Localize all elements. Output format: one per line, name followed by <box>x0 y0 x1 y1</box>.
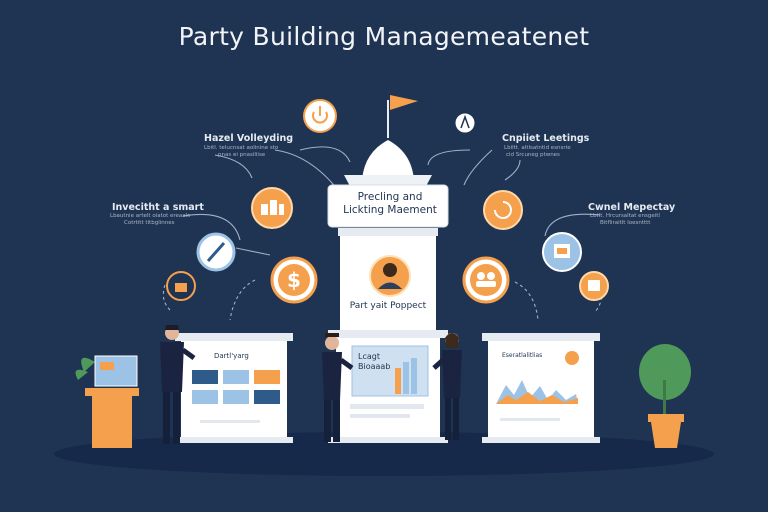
page-title: Party Building Managemeatenet <box>178 22 590 51</box>
center-tower <box>327 95 449 332</box>
right-label-2-sub1: Lbtlt. Hrcursaltat ensgeitl <box>590 213 660 219</box>
plant-right <box>639 344 691 448</box>
left-label-2-sub2: Cotrtitt titbglinnes <box>124 220 175 226</box>
right-label-2-sub2: Bitfliraitlt loesntttt <box>600 220 651 226</box>
connector-arrows <box>162 146 603 321</box>
panel-left <box>175 333 293 443</box>
left-label-2-sub1: Lbautnie artelt oiatot ereaals <box>110 213 191 219</box>
left-label-1-sub1: Lbitl. telucnsat aolinine sto <box>204 145 279 151</box>
bag-icon <box>166 271 196 301</box>
person-left <box>160 325 196 444</box>
people-icon <box>462 256 510 304</box>
dollar-icon: $ <box>270 256 318 304</box>
link-icon <box>196 232 236 272</box>
svg-text:$: $ <box>287 268 301 292</box>
panel-right <box>482 333 600 443</box>
tablet-icon <box>542 232 582 272</box>
panel-right-title: Eseratlalitlias <box>502 352 543 359</box>
panel-middle <box>328 330 448 443</box>
tower-banner <box>327 184 449 228</box>
user-icon <box>454 112 476 134</box>
note-icon <box>579 271 609 301</box>
team-icon <box>251 187 293 229</box>
tower-caption: Part yait Poppect <box>349 301 427 311</box>
person-right <box>432 333 462 440</box>
left-label-2-title: Invecitht a smart <box>112 202 204 213</box>
tower-heading-line1: Precling and <box>357 191 423 203</box>
refresh-icon <box>483 190 523 230</box>
left-label-1-title: Hazel Volleyding <box>204 133 294 144</box>
right-label-1-sub1: Lbiltt. altlsatntid esnsrie <box>504 145 571 151</box>
right-label-1-sub2: cid Srcuneg ptwnes <box>506 152 560 158</box>
panel-middle-line1: Lcagt <box>358 352 380 361</box>
panel-middle-line2: Bioaaab <box>358 362 391 371</box>
left-label-1-sub2: pnas ei pnasiliise <box>218 152 266 158</box>
right-label-2-title: Cwnel Mepectay <box>588 202 676 213</box>
flag-icon <box>390 95 418 110</box>
panel-left-title: Dartl'yarg <box>214 352 249 360</box>
right-label-1-title: Cnpiiet Leetings <box>502 133 590 144</box>
podium-left <box>75 355 139 448</box>
person-middle <box>322 333 354 442</box>
power-icon <box>303 99 337 133</box>
tower-heading-line2: Lickting Maement <box>343 204 437 216</box>
